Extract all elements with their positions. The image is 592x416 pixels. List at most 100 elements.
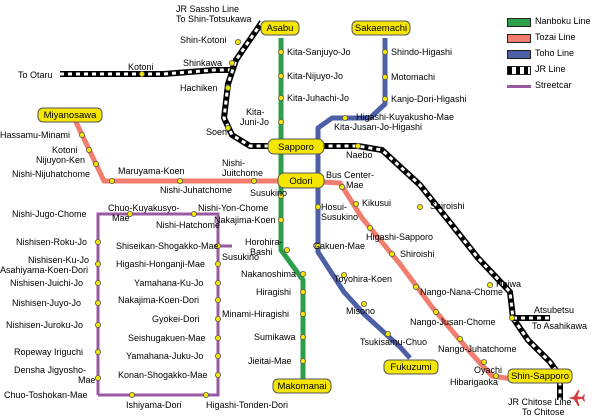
legend-streetcar-label: Streetcar — [535, 80, 572, 90]
terminal-sapporo[interactable]: Sapporo — [267, 138, 325, 155]
station-heiwa[interactable]: Heiwa — [496, 279, 521, 289]
terminal-fukuzumi[interactable]: Fukuzumi — [383, 359, 439, 375]
station-nishisen-roku-jo[interactable]: Nishisen-Roku-Jo — [16, 237, 87, 247]
station-higashi-tonden-dori[interactable]: Higashi-Tonden-Dori — [206, 400, 288, 410]
station-susukino-subway[interactable]: Susukino — [250, 188, 287, 198]
station-kita-nijuyo-jo[interactable]: Kita-Nijuyo-Jo — [287, 71, 343, 81]
station-nishi-yon-chome[interactable]: Nishi-Yon-Chome — [198, 203, 268, 213]
station-shiroishi-jr[interactable]: Shiroishi — [430, 201, 465, 211]
station-shinkawa[interactable]: Shinkawa — [183, 58, 222, 68]
station-nishi-nijuhatchome[interactable]: Nishi-Nijuhatchome — [12, 169, 90, 179]
station-gyokei-dori[interactable]: Gyokei-Dori — [152, 314, 200, 324]
station-ishiyama-dori[interactable]: Ishiyama-Dori — [126, 400, 182, 410]
station-higashi-sapporo[interactable]: Higashi-Sapporo — [366, 232, 433, 242]
station-densha-jigyosho-mae-1[interactable]: Densha Jigyosho- — [14, 365, 86, 375]
station-nishi-juitchome-1[interactable]: Nishi- — [222, 158, 245, 168]
station-atsubetsu[interactable]: Atsubetsu — [534, 305, 574, 315]
station-nakanoshima[interactable]: Nakanoshima — [241, 269, 296, 279]
station-bus-center-mae-1[interactable]: Bus Center- — [326, 170, 374, 180]
legend-streetcar: Streetcar — [505, 78, 591, 94]
station-naebo[interactable]: Naebo — [346, 150, 373, 160]
legend-tozai-label: Tozai Line — [535, 32, 576, 42]
station-horohira-bashi-2[interactable]: Bashi — [250, 247, 273, 257]
station-nishisen-ku-jo[interactable]: Nishisen-Ku-Jo — [28, 255, 89, 265]
station-hiragishi[interactable]: Hiragishi — [256, 287, 291, 297]
station-nishisen-juichi-jo[interactable]: Nishisen-Juichi-Jo — [10, 278, 83, 288]
station-kita-juhachi-jo[interactable]: Kita-Juhachi-Jo — [287, 93, 349, 103]
station-hosui-susukino-2[interactable]: Susukino — [321, 212, 358, 222]
station-motomachi[interactable]: Motomachi — [391, 72, 435, 82]
station-chuo-toshokan-mae[interactable]: Chuo-Toshokan-Mae — [4, 390, 88, 400]
station-susukino-streetcar[interactable]: Susukino — [222, 252, 259, 262]
station-kotoni-subway[interactable]: Kotoni — [52, 145, 78, 155]
direction-chitose: To Chitose — [522, 407, 565, 416]
station-kikusui[interactable]: Kikusui — [362, 198, 391, 208]
station-asahiyama-koen-dori[interactable]: Asahiyama-Koen-Dori — [0, 265, 88, 275]
station-kita-sanjuyo-jo[interactable]: Kita-Sanjuyo-Jo — [287, 47, 351, 57]
station-bus-center-mae-2[interactable]: Mae — [346, 180, 364, 190]
direction-chitose-line: JR Chitose Line — [508, 397, 572, 407]
station-nishi-juhatchome[interactable]: Nishi-Juhatchome — [160, 185, 232, 195]
station-chuo-kuyakusyo-mae-1[interactable]: Chuo-Kuyakusyo- — [108, 203, 180, 213]
station-nishi-jugo-chome[interactable]: Nishi-Jugo-Chome — [12, 209, 87, 219]
station-minami-hiragishi[interactable]: Minami-Hiragishi — [222, 309, 289, 319]
station-nishisen-juroku-jo[interactable]: Nishisen-Juroku-Jo — [6, 320, 83, 330]
legend-tozai: Tozai Line — [505, 30, 591, 46]
station-seishugakuen-mae[interactable]: Seishugakuen-Mae — [128, 333, 206, 343]
legend-jr-swatch — [507, 66, 531, 75]
station-tsukisamu-chuo[interactable]: Tsukisamu-Chuo — [360, 337, 427, 347]
terminal-makomanai[interactable]: Makomanai — [272, 378, 332, 394]
station-ropeway-iriguchi[interactable]: Ropeway Iriguchi — [14, 347, 83, 357]
station-maruyama-koen[interactable]: Maruyama-Koen — [118, 166, 185, 176]
station-hassamu-minami[interactable]: Hassamu-Minami — [0, 130, 70, 140]
station-nango-juhatchome[interactable]: Nango-Juhatchome — [438, 344, 517, 354]
station-nango-nana-chome[interactable]: Nango-Nana-Chome — [420, 287, 503, 297]
station-nango-jusan-chome[interactable]: Nango-Jusan-Chome — [410, 317, 496, 327]
station-hosui-susukino-1[interactable]: Hosui- — [321, 202, 347, 212]
station-densha-jigyosho-mae-2[interactable]: Mae — [78, 375, 96, 385]
station-dots — [79, 39, 515, 398]
station-nishi-hatchome[interactable]: Nishi-Hatchome — [156, 220, 220, 230]
legend-tozai-swatch — [507, 34, 531, 43]
station-toyohira-koen[interactable]: Toyohira-Koen — [334, 274, 392, 284]
station-gakuen-mae[interactable]: Gakuen-Mae — [313, 241, 365, 251]
station-jieitai-mae[interactable]: Jieitai-Mae — [248, 356, 292, 366]
station-horohira-bashi-1[interactable]: Horohira- — [245, 237, 283, 247]
station-kotoni-jr[interactable]: Kotoni — [128, 62, 154, 72]
svg-text:Odori: Odori — [289, 176, 312, 187]
station-soen[interactable]: Soen — [206, 127, 227, 137]
terminal-miyanosawa[interactable]: Miyanosawa — [37, 107, 103, 123]
station-kita-juni-jo-2[interactable]: Juni-Jo — [240, 117, 269, 127]
station-nishisen-juyo-jo[interactable]: Nishisen-Juyo-Jo — [12, 298, 81, 308]
terminal-odori[interactable]: Odori — [277, 172, 325, 189]
station-kanjo-dori-higashi[interactable]: Kanjo-Dori-Higashi — [391, 94, 467, 104]
station-kita-juni-jo-1[interactable]: Kita- — [246, 107, 265, 117]
terminal-shin-sapporo[interactable]: Shin-Sapporo — [507, 368, 573, 384]
station-nishi-juitchome-2[interactable]: Juitchome — [222, 168, 263, 178]
station-shindo-higashi[interactable]: Shindo-Higashi — [391, 47, 452, 57]
station-nakajima-koen[interactable]: Nakajima-Koen — [214, 215, 276, 225]
legend-jr: JR Line — [505, 62, 591, 78]
station-oyachi[interactable]: Oyachi — [474, 365, 502, 375]
legend-streetcar-swatch — [507, 85, 531, 88]
station-sumikawa[interactable]: Sumikawa — [254, 332, 296, 342]
station-higashi-honganji-mae[interactable]: Higashi-Honganji-Mae — [116, 259, 205, 269]
station-chuo-kuyakusyo-mae-2[interactable]: Mae — [112, 213, 130, 223]
station-nijuyon-ken[interactable]: Nijuyon-Ken — [36, 155, 85, 165]
station-shiroishi-subway[interactable]: Shiroishi — [400, 249, 435, 259]
station-konan-shogakko-mae[interactable]: Konan-Shogakko-Mae — [118, 370, 208, 380]
station-yamahana-ku-jo[interactable]: Yamahana-Ku-Jo — [134, 278, 203, 288]
station-shiseikan-shogakko-mae[interactable]: Shiseikan-Shogakko-Mae — [116, 241, 219, 251]
station-shin-kotoni[interactable]: Shin-Kotoni — [180, 35, 227, 45]
legend-nanboku-swatch — [507, 18, 531, 27]
station-misono[interactable]: Misono — [346, 306, 375, 316]
station-hibarigaoka[interactable]: Hibarigaoka — [450, 377, 498, 387]
station-kita-jusan-jo-higashi[interactable]: Kita-Jusan-Jo-Higashi — [334, 122, 422, 132]
station-higashi-kuyakusho-mae[interactable]: Higashi-Kuyakusho-Mae — [356, 112, 454, 122]
station-hachiken[interactable]: Hachiken — [180, 83, 218, 93]
terminal-asabu[interactable]: Asabu — [260, 20, 300, 36]
station-nakajima-koen-dori[interactable]: Nakajima-Koen-Dori — [118, 295, 199, 305]
legend-toho: Toho Line — [505, 46, 591, 62]
station-yamahana-juku-jo[interactable]: Yamahana-Juku-Jo — [126, 351, 203, 361]
terminal-sakaemachi[interactable]: Sakaemachi — [351, 20, 411, 36]
